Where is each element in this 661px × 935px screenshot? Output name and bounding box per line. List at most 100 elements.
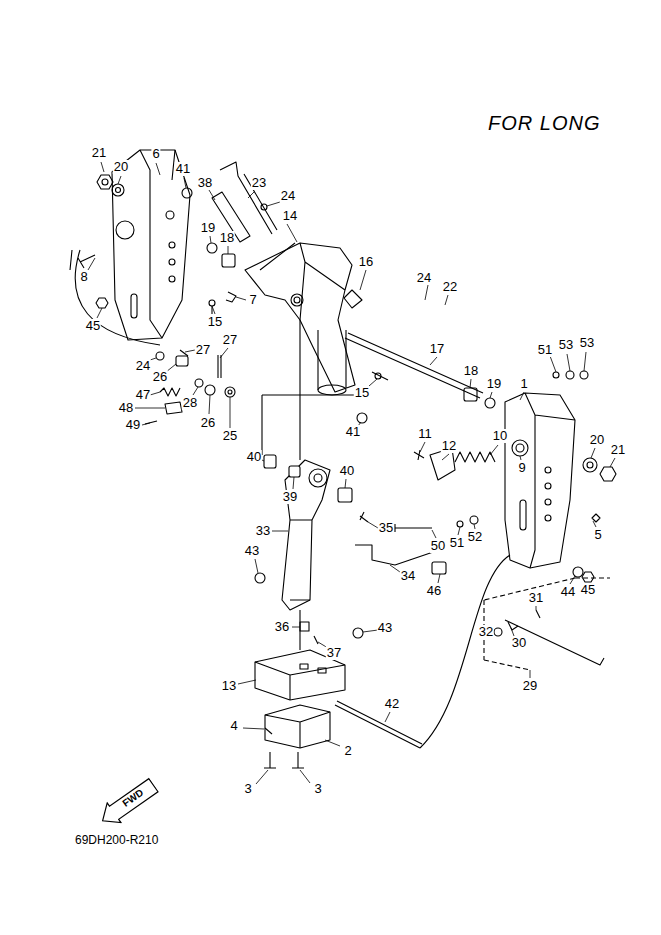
callout-number: 41 — [345, 425, 361, 439]
part-outline — [484, 578, 610, 670]
part-outline — [282, 460, 330, 610]
part-outline — [228, 390, 232, 394]
callout-number: 20 — [589, 433, 605, 447]
part-outline — [505, 620, 604, 665]
callout-number: 15 — [207, 315, 223, 329]
callout-number: 51 — [449, 536, 465, 550]
part-outline — [300, 622, 309, 631]
thru-tube — [345, 333, 495, 423]
callout-number: 18 — [219, 231, 235, 245]
part-outline — [335, 701, 422, 748]
part-outline — [536, 610, 540, 618]
callout-number: 40 — [246, 450, 262, 464]
part-outline — [353, 628, 363, 638]
part-outline — [205, 385, 215, 395]
callout-number: 15 — [354, 386, 370, 400]
part-outline — [494, 628, 502, 636]
part-outline — [222, 254, 235, 267]
part-outline — [470, 516, 478, 524]
callout-number: 53 — [558, 338, 574, 352]
callout-number: 19 — [200, 221, 216, 235]
callout-number: 43 — [377, 621, 393, 635]
part-outline — [96, 298, 108, 308]
part-outline — [587, 462, 593, 468]
callout-number: 29 — [522, 679, 538, 693]
callout-number: 45 — [580, 583, 596, 597]
part-outline — [261, 204, 267, 210]
part-outline — [140, 150, 175, 338]
part-outline — [314, 474, 322, 482]
part-outline — [505, 393, 575, 568]
part-outline — [580, 371, 588, 379]
part-outline — [573, 567, 583, 577]
callout-number: 40 — [339, 464, 355, 478]
part-outline — [265, 728, 272, 734]
part-outline — [455, 452, 495, 462]
part-outline — [545, 515, 551, 521]
part-outline — [583, 458, 597, 472]
swivel-bracket — [245, 243, 362, 460]
part-outline — [300, 664, 308, 669]
leader-lines — [88, 162, 615, 784]
part-outline — [395, 524, 432, 532]
part-outline — [156, 352, 164, 360]
callout-number: 6 — [151, 147, 160, 161]
callout-number: 35 — [378, 521, 394, 535]
callout-number: 48 — [118, 401, 134, 415]
callout-number: 19 — [486, 377, 502, 391]
part-outline — [545, 483, 551, 489]
callout-number: 8 — [79, 270, 88, 284]
part-outline — [553, 372, 559, 378]
part-outline — [169, 276, 175, 282]
callout-number: 44 — [560, 585, 576, 599]
callout-number: 11 — [417, 427, 433, 441]
callout-number: 34 — [400, 569, 416, 583]
lower-bracket-parts — [255, 650, 422, 768]
callout-number: 27 — [195, 343, 211, 357]
part-outline — [255, 573, 265, 583]
part-outline — [432, 562, 446, 574]
callout-number: 41 — [175, 162, 191, 176]
part-outline — [372, 372, 388, 380]
part-outline — [169, 259, 175, 265]
callout-number: 21 — [91, 146, 107, 160]
part-outline — [485, 398, 495, 408]
part-outline — [176, 356, 188, 366]
part-outline — [116, 221, 134, 239]
part-outline — [344, 290, 362, 308]
callout-number: 49 — [125, 418, 141, 432]
callout-number: 4 — [229, 719, 238, 733]
part-outline — [195, 379, 203, 387]
part-outline — [180, 350, 188, 356]
callout-number: 36 — [274, 620, 290, 634]
callout-number: 22 — [442, 280, 458, 294]
part-outline — [582, 572, 594, 582]
part-outline — [318, 385, 346, 395]
callout-number: 1 — [519, 377, 528, 391]
callout-number: 43 — [244, 544, 260, 558]
callout-number: 26 — [200, 416, 216, 430]
part-outline — [70, 250, 95, 270]
callout-number: 12 — [441, 439, 457, 453]
part-outline — [102, 179, 108, 185]
callout-number: 7 — [248, 293, 257, 307]
callout-number: 9 — [517, 461, 526, 475]
callout-number: 17 — [429, 342, 445, 356]
arrow-shape — [96, 775, 161, 830]
part-outline — [112, 184, 124, 196]
part-outline — [516, 444, 524, 452]
part-outline — [218, 355, 221, 378]
callout-number: 3 — [243, 782, 252, 796]
callout-number: 47 — [135, 388, 151, 402]
part-outline — [260, 243, 300, 460]
part-outline — [457, 521, 463, 527]
part-outline — [207, 243, 217, 253]
callout-number: 16 — [358, 255, 374, 269]
callout-number: 18 — [463, 364, 479, 378]
part-outline — [309, 469, 327, 487]
callout-number: 24 — [280, 189, 296, 203]
part-outline — [420, 555, 510, 748]
part-outline — [265, 712, 330, 748]
right-clamp-bracket — [420, 371, 616, 748]
trim-rod — [494, 610, 604, 665]
